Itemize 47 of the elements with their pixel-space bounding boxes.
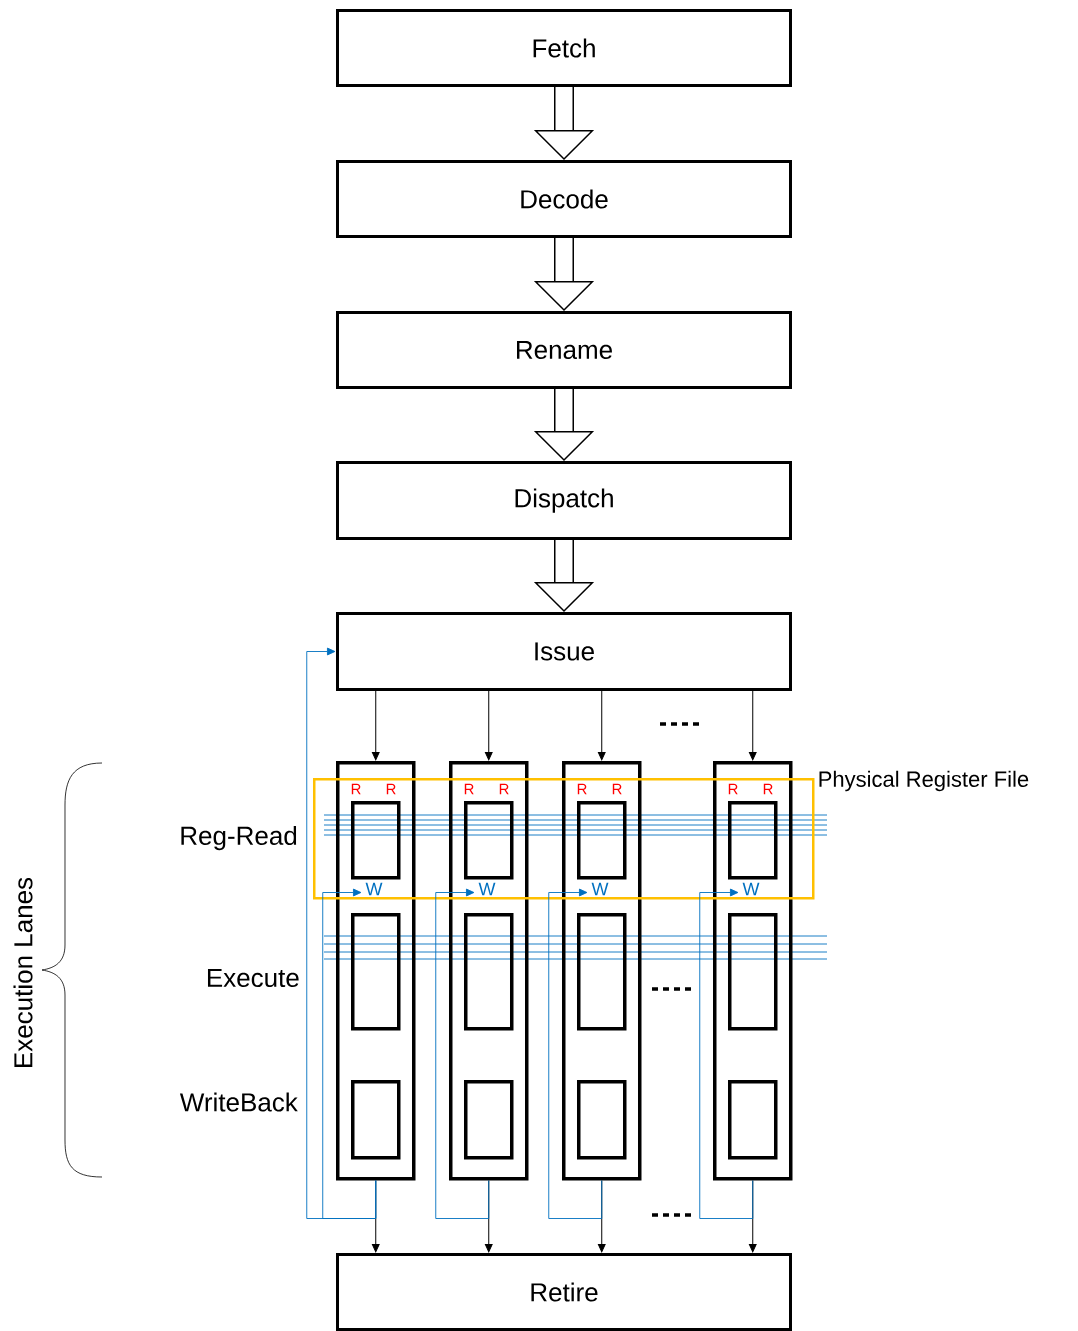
stage-label: Reg-Read	[181, 825, 297, 851]
node-label: Physical Register File	[819, 770, 1029, 792]
read-port-label: R	[612, 783, 622, 795]
stage-box: Decode	[336, 160, 792, 238]
unit-box	[728, 913, 778, 1031]
arrow	[484, 690, 493, 761]
lane-box	[464, 801, 514, 880]
read-port-label: R	[763, 783, 773, 795]
write-port-label: W	[478, 882, 496, 896]
read-port-label: R	[728, 783, 738, 795]
unit-box	[351, 913, 401, 1031]
write-port-label: W	[742, 882, 760, 896]
arrow	[371, 690, 380, 761]
lane-box	[577, 801, 627, 880]
write-port-label: W	[365, 882, 383, 896]
lane-box	[713, 761, 793, 1181]
feedback-arrow	[548, 888, 603, 1219]
unit-box	[464, 913, 514, 1031]
stage-box: Dispatch	[336, 461, 792, 540]
stage-box: Issue	[336, 612, 792, 691]
arrow	[597, 690, 606, 761]
lane-box	[351, 801, 401, 880]
arrow	[748, 690, 757, 761]
read-port-label: R	[577, 783, 587, 795]
group-label: Execution Lanes	[13, 877, 33, 1067]
stage-label: Execute	[208, 968, 299, 988]
unit-box	[577, 913, 627, 1031]
read-port-label: R	[499, 783, 509, 795]
lane-box	[449, 761, 529, 1181]
lane-box	[728, 801, 778, 880]
feedback-arrow	[699, 888, 754, 1219]
stage-box: Rename	[336, 311, 792, 389]
write-port-label: W	[591, 882, 609, 896]
stage-label: WriteBack	[179, 1092, 298, 1112]
stage-box: Fetch	[336, 9, 792, 87]
lane-box	[336, 761, 416, 1181]
unit-box	[728, 1080, 778, 1160]
lane-box	[562, 761, 642, 1181]
stage-box: Retire	[336, 1253, 792, 1331]
read-port-label: R	[386, 783, 396, 795]
read-port-label: R	[464, 783, 474, 795]
feedback-arrow	[322, 888, 377, 1219]
feedback-arrow	[435, 888, 490, 1219]
unit-box	[464, 1080, 514, 1160]
read-port-label: R	[351, 783, 361, 795]
unit-box	[351, 1080, 401, 1160]
unit-box	[577, 1080, 627, 1160]
